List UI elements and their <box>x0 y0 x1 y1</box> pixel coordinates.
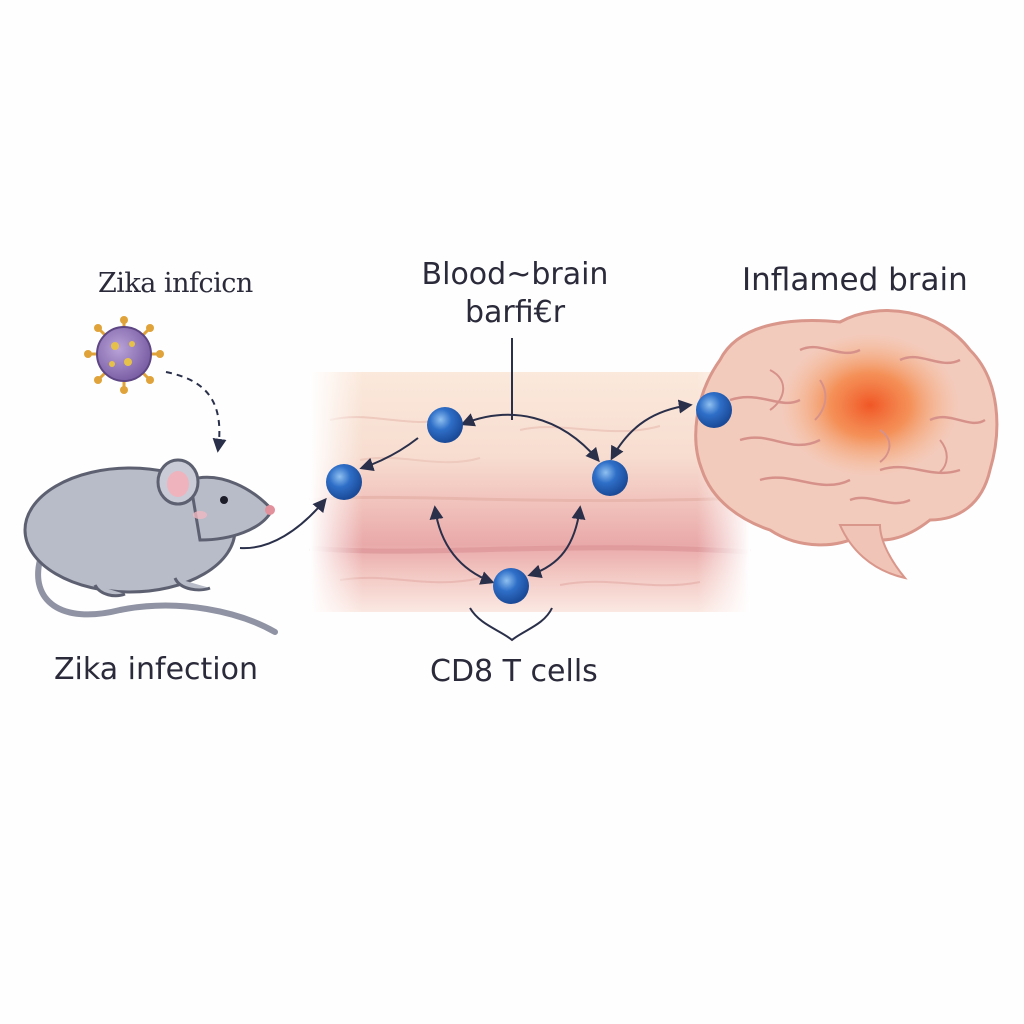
t-cell <box>427 407 463 443</box>
barrier-tissue <box>309 372 751 612</box>
brain-label: Inflamed brain <box>742 262 968 298</box>
barrier-label: Blood~brain barfi€r <box>400 256 630 332</box>
t-cell <box>696 392 732 428</box>
barrier-label-line2: barfi€r <box>464 295 566 330</box>
flow-arrows <box>165 338 693 642</box>
virus-label: Zika infcicn <box>98 268 253 299</box>
zika-virus-icon <box>84 316 164 394</box>
cells-label: CD8 T cells <box>430 654 598 689</box>
t-cell <box>326 464 362 500</box>
barrier-label-line1: Blood~brain <box>421 257 609 292</box>
cd8-t-cells <box>326 392 732 604</box>
t-cell <box>592 460 628 496</box>
inflamed-brain <box>694 309 999 580</box>
t-cell <box>493 568 529 604</box>
mouse-illustration <box>23 458 278 635</box>
mouse-label: Zika infection <box>54 652 258 687</box>
